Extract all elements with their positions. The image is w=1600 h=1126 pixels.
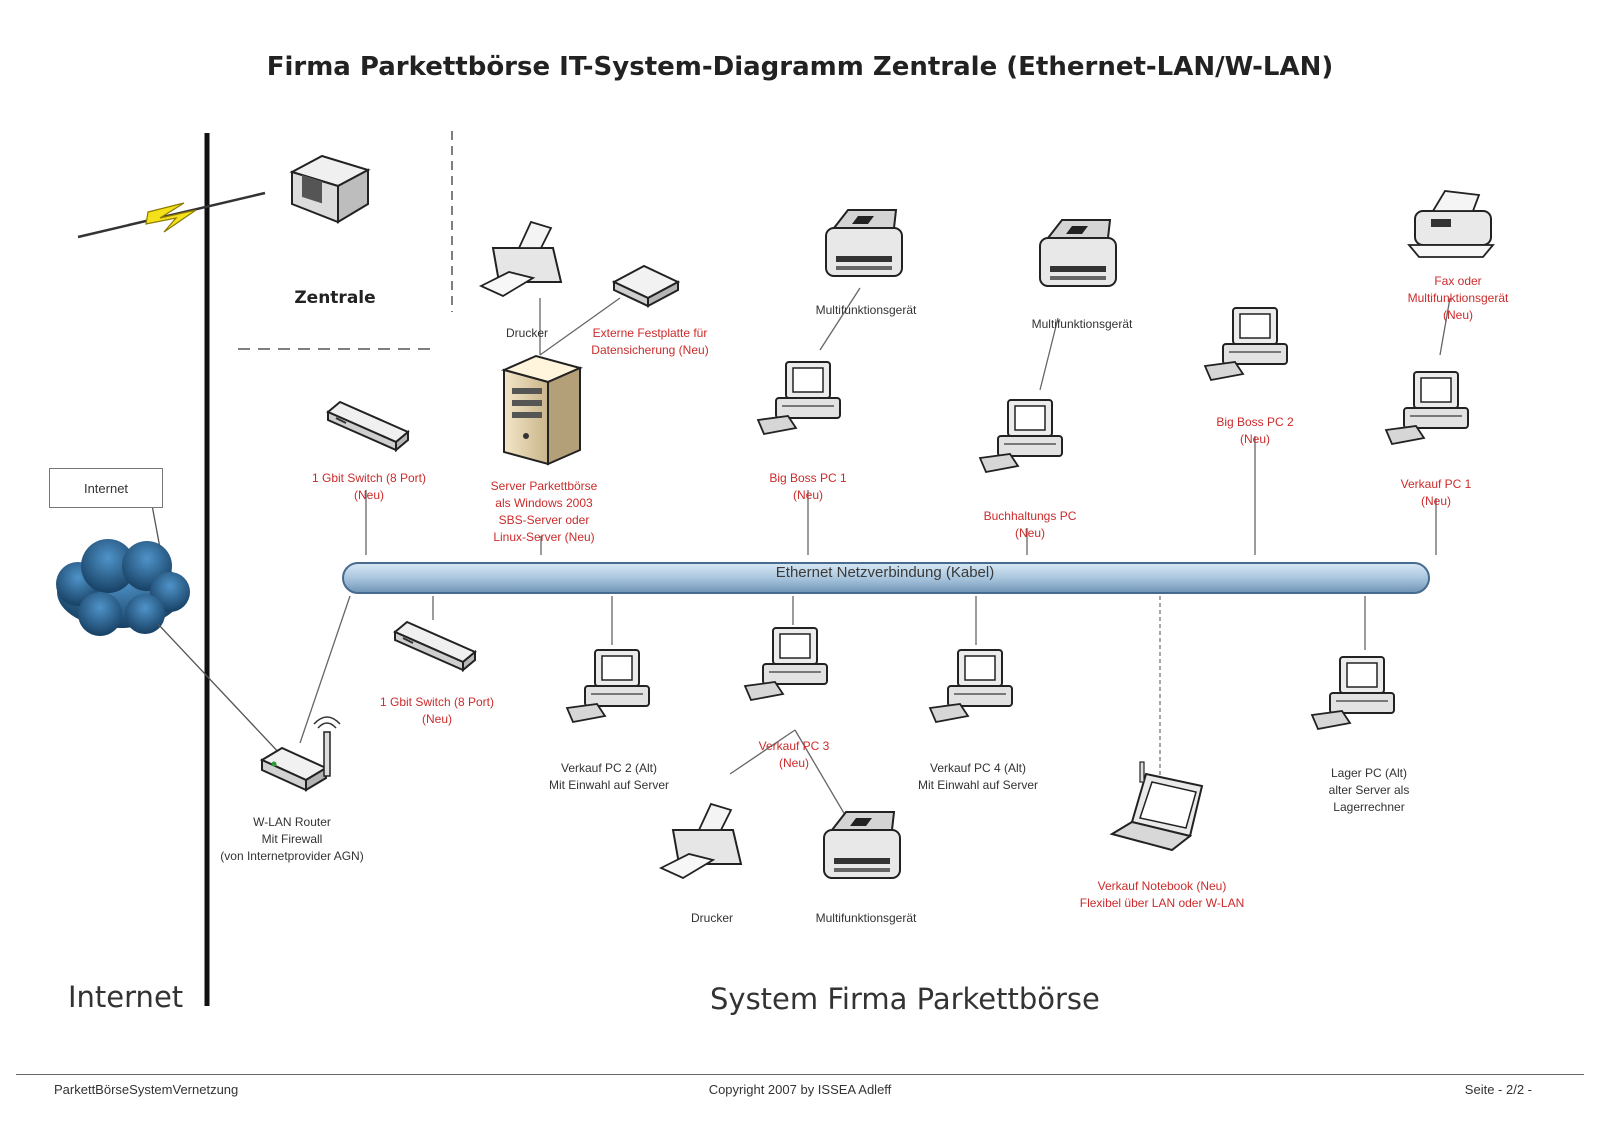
label-drucker-bottom: Drucker bbox=[690, 911, 734, 925]
multifunction-device-icon bbox=[825, 209, 903, 277]
internet-cloud-icon bbox=[56, 539, 190, 636]
notebook-icon bbox=[1109, 761, 1204, 852]
pc-icon bbox=[566, 649, 650, 723]
label-notebook: Verkauf Notebook (Neu) Flexibel über LAN… bbox=[1079, 879, 1245, 910]
label-switch-1: 1 Gbit Switch (8 Port) (Neu) bbox=[311, 471, 427, 502]
ethernet-bus bbox=[342, 562, 1430, 594]
pc-icon bbox=[757, 361, 841, 435]
label-switch-2: 1 Gbit Switch (8 Port) (Neu) bbox=[379, 695, 495, 726]
footer-center: Copyright 2007 by ISSEA Adleff bbox=[708, 1082, 892, 1097]
label-router: W-LAN Router Mit Firewall (von Internetp… bbox=[220, 815, 364, 863]
footer-left: ParkettBörseSystemVernetzung bbox=[54, 1082, 239, 1097]
pc-icon bbox=[1204, 307, 1288, 381]
pc-icon bbox=[979, 399, 1063, 473]
diagram-title: Firma Parkettbörse IT-System-Diagramm Ze… bbox=[266, 52, 1334, 82]
label-external-drive: Externe Festplatte für Datensicherung (N… bbox=[591, 326, 709, 357]
label-lager: Lager PC (Alt) alter Server als Lagerrec… bbox=[1328, 766, 1410, 814]
label-mfg-top-1: Multifunktionsgerät bbox=[815, 303, 917, 317]
wlan-router-icon bbox=[259, 716, 341, 792]
label-mfg-top-2: Multifunktionsgerät bbox=[1031, 317, 1133, 331]
switch-icon bbox=[327, 401, 409, 451]
ethernet-bus-label: Ethernet Netzverbindung (Kabel) bbox=[775, 564, 995, 581]
label-verkauf-1: Verkauf PC 1 (Neu) bbox=[1400, 477, 1472, 508]
label-verkauf-3: Verkauf PC 3 (Neu) bbox=[758, 739, 830, 770]
label-bigboss-2: Big Boss PC 2 (Neu) bbox=[1216, 415, 1294, 446]
lightning-icon bbox=[77, 191, 266, 239]
label-verkauf-4: Verkauf PC 4 (Alt) Mit Einwahl auf Serve… bbox=[917, 761, 1039, 792]
external-drive-icon bbox=[611, 264, 681, 308]
pc-icon bbox=[1385, 371, 1469, 445]
cloud-callout-line bbox=[151, 504, 161, 549]
connection-lines bbox=[299, 287, 1451, 821]
internet-callout-box: Internet bbox=[49, 468, 163, 508]
label-server: Server Parkettbörse als Windows 2003 SBS… bbox=[490, 479, 598, 544]
printer-icon bbox=[480, 221, 562, 297]
printer-icon bbox=[660, 803, 742, 879]
label-verkauf-2: Verkauf PC 2 (Alt) Mit Einwahl auf Serve… bbox=[548, 761, 670, 792]
pc-icon bbox=[929, 649, 1013, 723]
footer-divider bbox=[16, 1074, 1584, 1075]
label-fax: Fax oder Multifunktionsgerät (Neu) bbox=[1407, 274, 1509, 322]
zentrale-device-icon bbox=[289, 154, 371, 224]
zone-label-system: System Firma Parkettbörse bbox=[710, 982, 1100, 1016]
fax-icon bbox=[1407, 190, 1495, 258]
server-tower-icon bbox=[501, 354, 583, 466]
pc-icon bbox=[1311, 656, 1395, 730]
cloud-router-link bbox=[157, 623, 283, 757]
label-bigboss-1: Big Boss PC 1 (Neu) bbox=[769, 471, 847, 502]
label-drucker-top: Drucker bbox=[505, 326, 549, 340]
label-buchhaltung: Buchhaltungs PC (Neu) bbox=[983, 509, 1077, 540]
pc-icon bbox=[744, 627, 828, 701]
internet-callout-label: Internet bbox=[83, 480, 129, 496]
footer-right: Seite - 2/2 - bbox=[1464, 1082, 1532, 1097]
switch-icon bbox=[394, 621, 476, 671]
zone-label-internet: Internet bbox=[68, 980, 184, 1014]
zentrale-label: Zentrale bbox=[294, 288, 376, 308]
multifunction-device-icon bbox=[823, 811, 901, 879]
label-mfg-bottom: Multifunktionsgerät bbox=[815, 911, 917, 925]
multifunction-device-icon bbox=[1039, 219, 1117, 287]
